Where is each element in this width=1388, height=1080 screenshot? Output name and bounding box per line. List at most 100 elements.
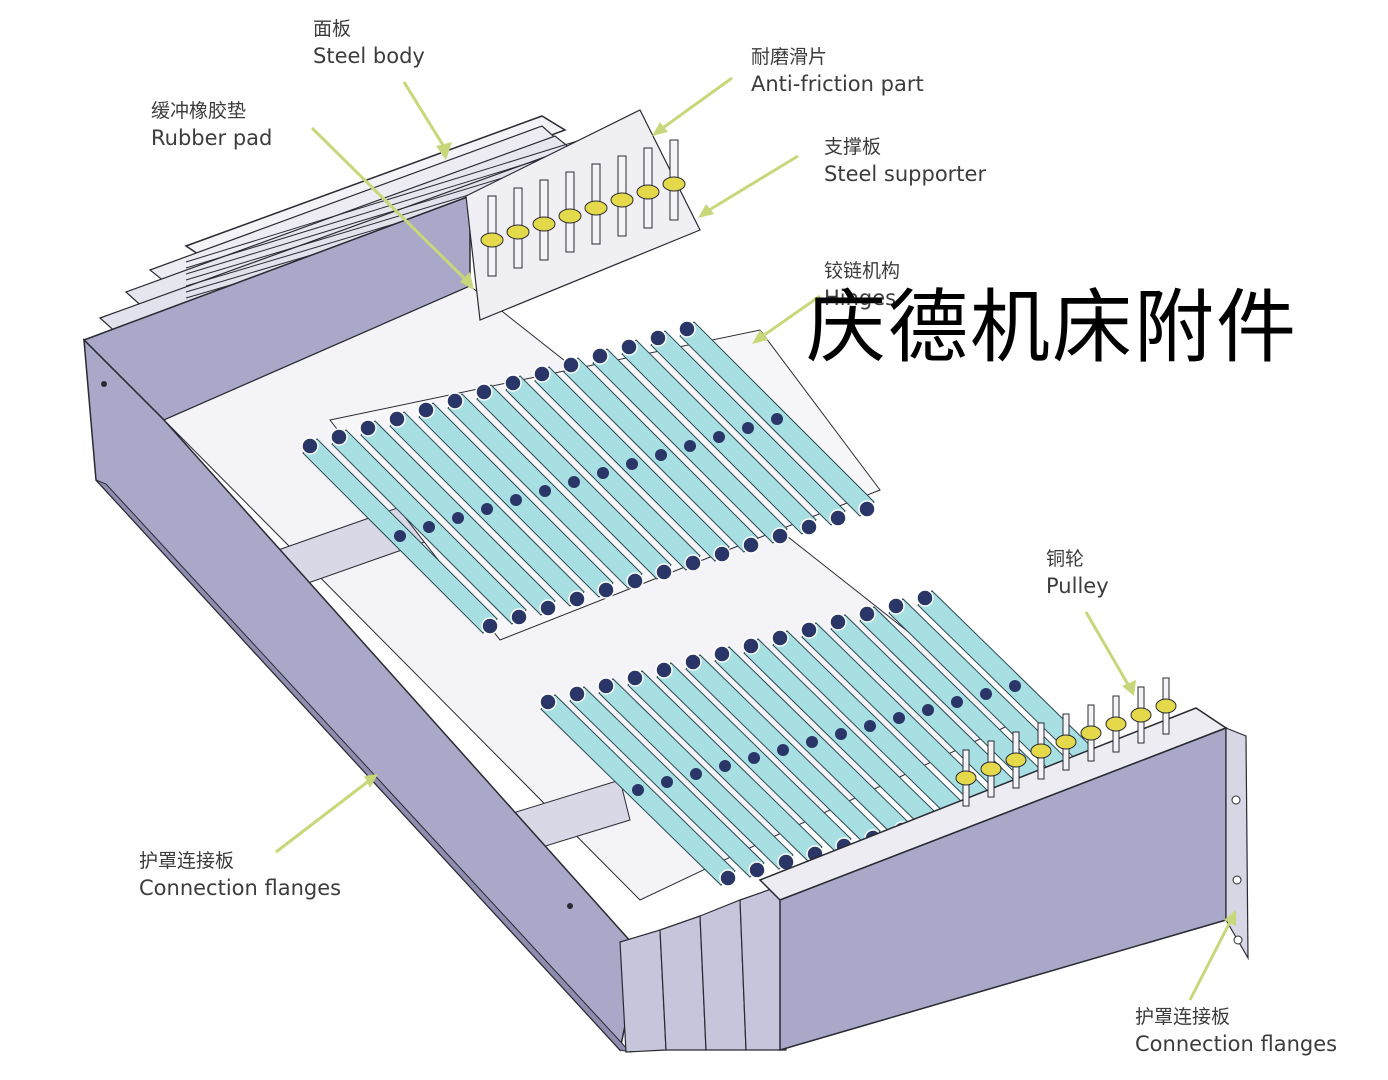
hinge-pivot-b-u11 (800, 518, 818, 536)
hinge-pivot-a-u12 (649, 329, 667, 347)
label-steel-supporter: 支撑板 Steel supporter (824, 134, 986, 188)
label-anti-friction-zh: 耐磨滑片 (751, 46, 828, 68)
hinge-pivot-a-l13 (916, 589, 934, 607)
hinge-pivot-b-u12 (829, 509, 847, 527)
hinge-pivot-a-l7 (742, 637, 760, 655)
hinge-pivot-mid-u6 (568, 476, 580, 488)
label-rubber-pad-zh: 缓冲橡胶垫 (151, 100, 247, 122)
hinge-pivot-b-u8 (713, 545, 731, 563)
hinge-pivot-mid-u12 (742, 422, 754, 434)
label-rubber-pad: 缓冲橡胶垫 Rubber pad (151, 98, 272, 152)
hinge-pivot-mid-l0 (632, 784, 644, 796)
hinge-pivot-a-l0 (539, 693, 557, 711)
hinge-pivot-b-u10 (771, 527, 789, 545)
back-roller-3 (558, 208, 582, 224)
hinge-pivot-mid-u0 (394, 530, 406, 542)
pulley-roller-8 (1155, 698, 1177, 714)
pulley-roller-5 (1080, 725, 1102, 741)
watermark-text: 庆德机床附件 (806, 281, 1298, 374)
label-flanges-left-zh: 护罩连接板 (139, 850, 235, 872)
hinge-pivot-b-u4 (597, 581, 615, 599)
hinge-pivot-a-l10 (829, 613, 847, 631)
back-roller-2 (532, 216, 556, 232)
hinge-pivot-mid-l7 (835, 728, 847, 740)
hinge-pivot-b-u13 (858, 500, 876, 518)
label-anti-friction-en: Anti-friction part (751, 72, 924, 96)
hinge-group-lower (539, 589, 1114, 887)
pulley-roller-1 (980, 761, 1002, 777)
flange-hole-2 (1232, 875, 1242, 885)
hinge-pivot-a-u3 (388, 410, 406, 428)
hinge-pivot-mid-u11 (713, 431, 725, 443)
hinge-pivot-mid-l3 (719, 760, 731, 772)
pulley-roller-0 (955, 770, 977, 786)
label-rubber-pad-en: Rubber pad (151, 126, 273, 150)
back-roller-6 (636, 184, 660, 200)
pulley-roller-3 (1030, 743, 1052, 759)
label-anti-friction: 耐磨滑片 Anti-friction part (751, 44, 924, 98)
hinge-pivot-a-u4 (417, 401, 435, 419)
label-pulley-zh: 铜轮 (1046, 548, 1085, 570)
hinge-pivot-mid-u10 (684, 440, 696, 452)
hinge-pivot-a-l9 (800, 621, 818, 639)
back-roller-1 (506, 224, 530, 240)
label-hinges-zh: 铰链机构 (824, 260, 901, 282)
arrow-pulley (1084, 611, 1136, 696)
hinge-pivot-a-u11 (620, 338, 638, 356)
label-pulley-en: Pulley (1046, 574, 1109, 598)
hinge-pivot-mid-l1 (661, 776, 673, 788)
hinge-pivot-a-l3 (626, 669, 644, 687)
hinge-pivot-b-u0 (481, 617, 499, 635)
hinge-pivot-a-u6 (475, 383, 493, 401)
hinge-pivot-a-u9 (562, 356, 580, 374)
hinge-pivot-b-u9 (742, 536, 760, 554)
hinge-pivot-b-l1 (748, 861, 766, 879)
label-flanges-right-zh: 护罩连接板 (1135, 1006, 1231, 1028)
hinge-pivot-b-l0 (719, 869, 737, 887)
hinge-pivot-mid-u3 (481, 503, 493, 515)
pulley-roller-7 (1130, 707, 1152, 723)
hinge-pivot-a-l1 (568, 685, 586, 703)
front-end-plates (619, 885, 787, 1053)
arrow-steel-supporter (698, 154, 799, 218)
hinge-pivot-mid-u4 (510, 494, 522, 506)
arrow-hinges (752, 294, 821, 344)
hinge-pivot-mid-u9 (655, 449, 667, 461)
flange-hole-3 (1233, 935, 1243, 945)
hinge-pivot-a-u2 (359, 419, 377, 437)
arrow-flanges-left (275, 774, 378, 854)
pulley-rollers (955, 677, 1177, 807)
hinge-pivot-mid-l12 (980, 688, 992, 700)
label-pulley: 铜轮 Pulley (1046, 546, 1109, 600)
hinge-pivot-mid-u13 (771, 413, 783, 425)
pulley-roller-4 (1055, 734, 1077, 750)
hinge-group-upper (301, 320, 881, 641)
label-hinges: 铰链机构 Hinges (824, 258, 900, 312)
label-steel-supporter-zh: 支撑板 (824, 136, 882, 158)
hinge-pivot-mid-u8 (626, 458, 638, 470)
hinge-pivot-b-u5 (626, 572, 644, 590)
leader-arrows (275, 76, 1236, 1001)
hinge-pivot-a-l8 (771, 629, 789, 647)
hinge-pivot-mid-l8 (864, 720, 876, 732)
hinge-pivot-mid-l6 (806, 736, 818, 748)
back-roller-7 (662, 176, 686, 192)
hinge-pivot-mid-l13 (1009, 680, 1021, 692)
hinge-pivot-mid-u5 (539, 485, 551, 497)
arrow-anti-friction (652, 76, 733, 136)
label-steel-body: 面板 Steel body (313, 16, 425, 70)
label-steel-body-en: Steel body (313, 44, 425, 68)
pulley-roller-2 (1005, 752, 1027, 768)
hinge-pivot-b-u3 (568, 590, 586, 608)
label-hinges-en: Hinges (824, 286, 897, 310)
hinge-pivot-mid-l9 (893, 712, 905, 724)
hinge-pivot-a-u5 (446, 392, 464, 410)
anti-friction-rollers (480, 139, 686, 277)
hinge-pivot-mid-l10 (922, 704, 934, 716)
label-steel-body-zh: 面板 (313, 18, 352, 40)
hinge-pivot-a-l5 (684, 653, 702, 671)
hinge-pivot-b-u7 (684, 554, 702, 572)
hinge-pivot-mid-l11 (951, 696, 963, 708)
label-flanges-left-en: Connection flanges (139, 876, 342, 900)
